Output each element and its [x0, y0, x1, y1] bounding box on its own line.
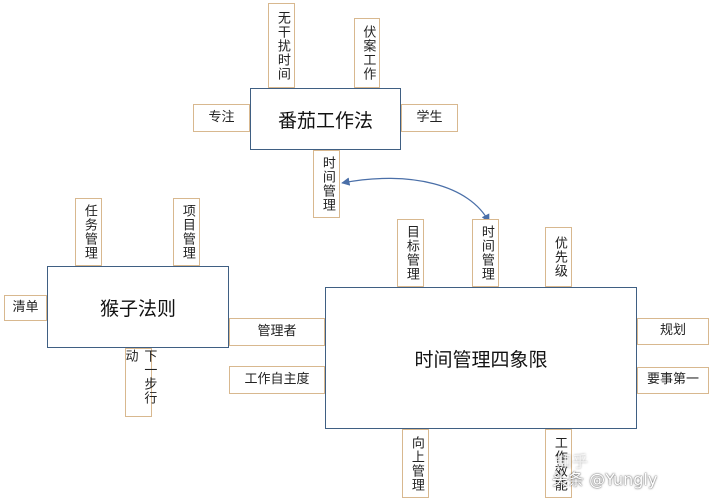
tag-checklist: 清单: [4, 295, 47, 321]
watermark-faint-text: 知乎: [556, 452, 589, 471]
watermark-text: 头条 @Yungly: [552, 470, 658, 489]
tag-time-mgmt-matrix: 时间管理: [472, 219, 499, 287]
tag-goal-mgmt: 目标管理: [397, 219, 424, 287]
tag-project-mgmt: 项目管理: [173, 198, 200, 266]
tag-priority: 优先级: [545, 227, 572, 287]
box-tomato-technique: 番茄工作法: [250, 88, 401, 150]
tag-work-autonomy: 工作自主度: [229, 366, 325, 394]
tag-first-things-first: 要事第一: [637, 367, 709, 394]
tag-student: 学生: [401, 104, 458, 132]
tag-manager: 管理者: [229, 318, 325, 346]
tag-planning: 规划: [637, 318, 709, 345]
tag-time-mgmt-tomato: 时间管理: [313, 150, 340, 218]
box-monkey-label: 猴子法则: [99, 297, 176, 320]
watermark: 头条 @Yungly: [552, 456, 720, 500]
box-matrix-label: 时间管理四象限: [414, 348, 548, 371]
tag-focus: 专注: [193, 104, 250, 132]
box-tomato-label: 番茄工作法: [277, 109, 373, 132]
tag-no-interrupt-time: 无干扰时间: [268, 3, 295, 88]
box-time-matrix: 时间管理四象限: [325, 287, 637, 429]
tag-upward-mgmt: 向上管理: [402, 429, 429, 498]
tag-task-mgmt: 任务管理: [75, 198, 102, 266]
tag-next-action: 下一步行动: [123, 348, 156, 417]
tag-desk-work: 伏案工作: [354, 18, 380, 88]
box-monkey-law: 猴子法则: [47, 266, 229, 348]
double-arrow-connector: [341, 177, 490, 223]
tag-work-efficiency: 工作效能: [545, 429, 572, 498]
